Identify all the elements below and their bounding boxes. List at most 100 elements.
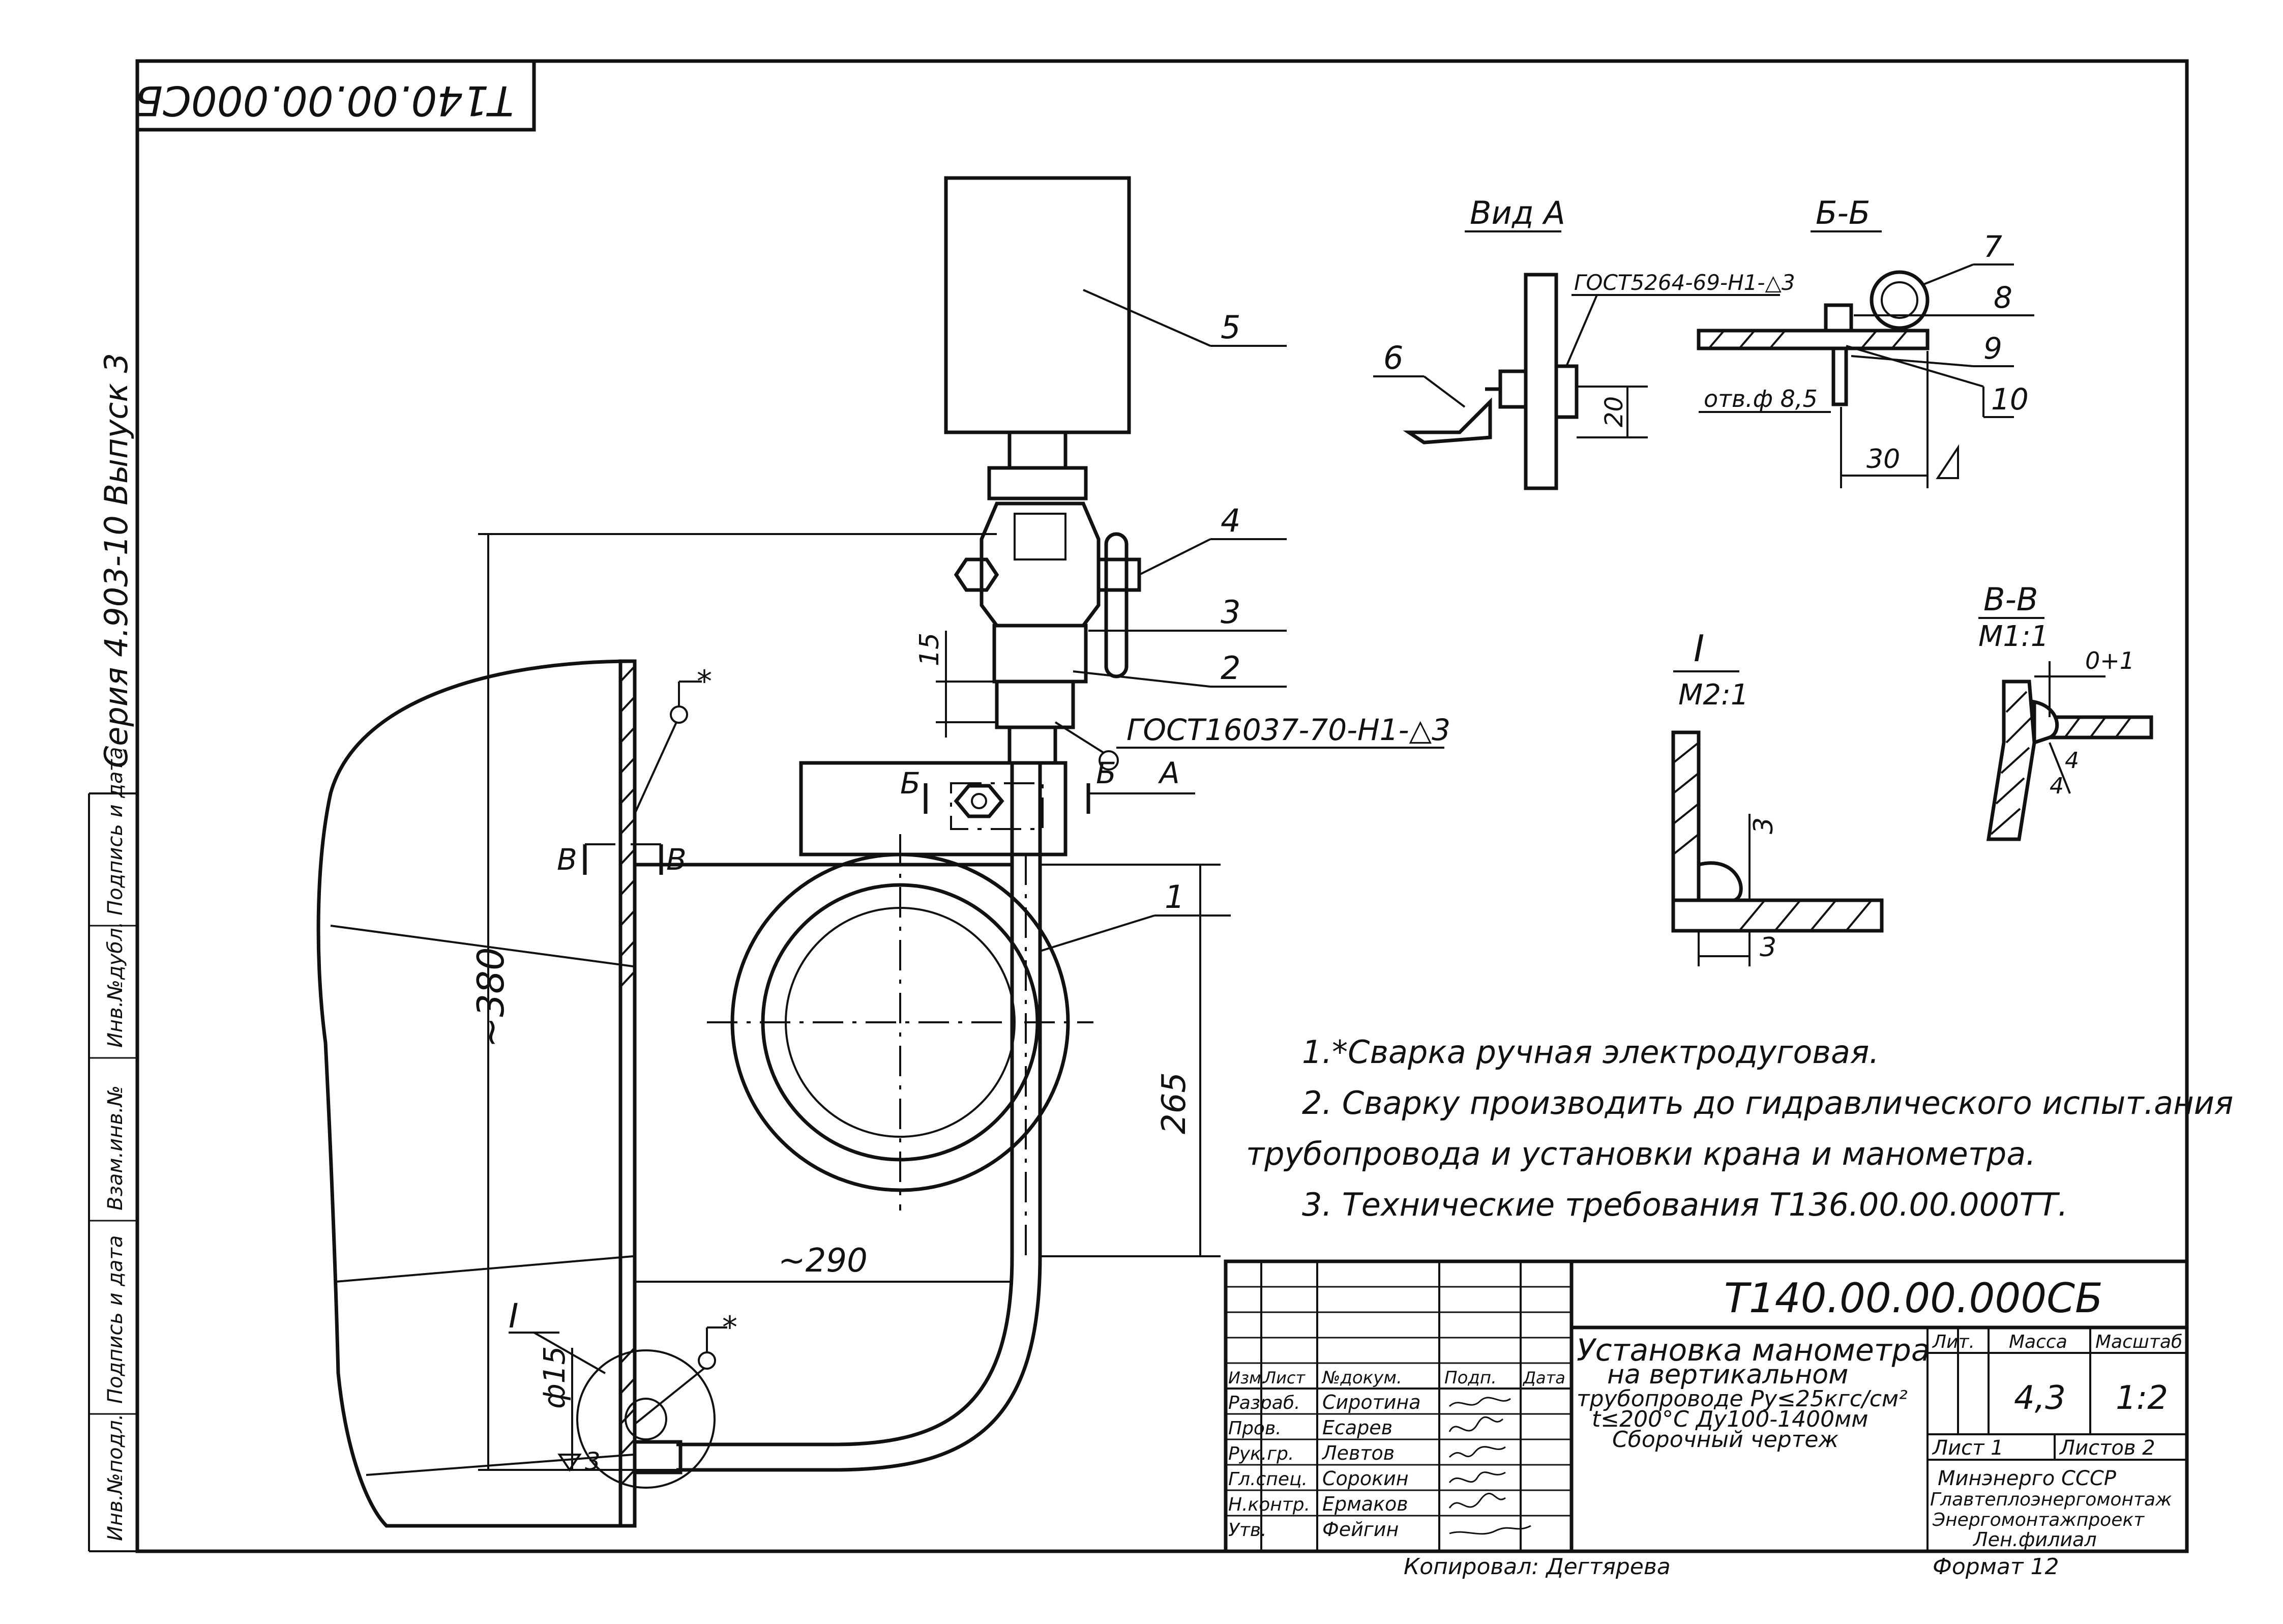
- title-line-1: Установка манометра: [1577, 1333, 1930, 1368]
- tb-name-6: Фейгин: [1322, 1518, 1399, 1541]
- view-a-title: Вид А: [1470, 194, 1565, 231]
- dim-15: [936, 631, 997, 737]
- tb-name-3: Левтов: [1321, 1442, 1395, 1464]
- footer-copied: Копировал: Дегтярева: [1404, 1554, 1671, 1580]
- section-b-marks: [924, 783, 1195, 814]
- tb-scale-value: 1:2: [2116, 1379, 2168, 1417]
- vv-dim4a: 4: [2065, 748, 2079, 774]
- tb-hdr-doc: №докум.: [1321, 1368, 1402, 1388]
- pos-3: 3: [1221, 594, 1240, 631]
- view-a-wall: [1524, 273, 1558, 490]
- pipe-bend: [676, 1256, 1014, 1446]
- section-v-marks: [583, 843, 663, 875]
- note-2: 2. Сварку производить до гидравлического…: [1302, 1084, 2233, 1121]
- dim-380: [478, 533, 997, 1471]
- side-field-3: Взам.инв.№: [104, 1085, 127, 1210]
- bb-plate: [1697, 329, 1930, 350]
- detail-i-mark: I: [509, 1296, 518, 1336]
- bb-pipe-7: [1870, 270, 1930, 330]
- tb-role-3: Рук.гр.: [1228, 1443, 1294, 1464]
- arrow-a-label: А: [1158, 756, 1180, 790]
- tb-mass-value: 4,3: [2014, 1379, 2066, 1417]
- tb-name-5: Ермаков: [1322, 1493, 1408, 1515]
- side-field-4: Подпись и дата: [104, 1235, 127, 1404]
- vv-gap-label: 0+1: [2085, 647, 2134, 674]
- detail-i-title: I: [1694, 627, 1704, 670]
- fitting-2: [995, 680, 1075, 729]
- note-1: 1.*Сварка ручная электродуговая.: [1302, 1034, 1879, 1071]
- vessel-outline: [316, 659, 634, 1528]
- side-field-5: Инв.№подл.: [104, 1413, 127, 1541]
- tb-lit-label: Лит.: [1932, 1332, 1975, 1352]
- pos-1: 1: [1165, 878, 1184, 916]
- section-b-right: Б: [1096, 756, 1116, 790]
- side-field-1: Подпись и дата: [104, 747, 127, 916]
- section-v-right: В: [666, 842, 687, 877]
- tb-hdr-izm: Изм.: [1228, 1368, 1266, 1387]
- side-series-text: Серия 4.903-10 Выпуск 3: [98, 353, 135, 768]
- dim-290-label: ~290: [778, 1242, 868, 1280]
- bracket-dashed-slot: [950, 782, 1044, 830]
- tb-hdr-list: Лист: [1263, 1368, 1306, 1387]
- section-vv-title: В-В: [1983, 581, 2038, 618]
- tb-sheets: Листов 2: [2059, 1436, 2155, 1460]
- outer-frame: [135, 59, 2189, 1553]
- detail-i-weld: [1697, 861, 1743, 902]
- detail-i-scale: М2:1: [1678, 678, 1748, 712]
- tb-org-1: Минэнерго СССР: [1938, 1467, 2117, 1490]
- title-block: [1224, 1259, 2189, 1553]
- bracket-nut: [954, 784, 1004, 818]
- notes-block: 1.*Сварка ручная электродуговая. 2. Свар…: [1246, 1034, 2233, 1223]
- tb-name-2: Есарев: [1322, 1416, 1392, 1439]
- detail-i-dim3a: 3: [1748, 817, 1779, 834]
- pos-4: 4: [1221, 502, 1240, 539]
- nipple: [1007, 430, 1068, 470]
- detail-i-wall: [1671, 730, 1701, 902]
- header-stamp: Т140.00.00.000СБ: [135, 77, 514, 124]
- detail-i-dim3b: 3: [1760, 932, 1776, 963]
- gauge-body-5: [944, 176, 1131, 434]
- vv-dim4b: 4: [2050, 773, 2064, 799]
- section-b-left: Б: [900, 766, 921, 801]
- vv-weld: [2032, 699, 2059, 745]
- tb-org-3: Энергомонтажпроект: [1932, 1510, 2145, 1530]
- dim-265: [1040, 864, 1221, 1257]
- dim-30-label: 30: [1866, 444, 1900, 475]
- pos-7: 7: [1983, 229, 2002, 264]
- valve-side-nut: [954, 557, 999, 592]
- tb-role-1: Разраб.: [1228, 1393, 1300, 1413]
- side-field-2: Инв.№дубл.: [104, 922, 127, 1048]
- detail-i-hatch: [1672, 742, 1873, 932]
- hole-label: отв.ф 8,5: [1704, 385, 1818, 412]
- tb-role-4: Гл.спец.: [1228, 1469, 1308, 1490]
- pos-6: 6: [1383, 339, 1403, 376]
- tb-role-2: Пров.: [1228, 1418, 1282, 1439]
- adapter-3: [992, 624, 1088, 684]
- note-3: трубопровода и установки крана и маномет…: [1246, 1135, 2036, 1172]
- bracket: [799, 761, 1068, 857]
- dim-265-label: 265: [1155, 1072, 1193, 1134]
- wall-fitting: [633, 1440, 683, 1474]
- note-4: 3. Технические требования Т136.00.00.000…: [1302, 1186, 2068, 1223]
- detail-i-plate: [1671, 898, 1884, 933]
- title-line-4: t≤200°С Ду100-1400мм: [1592, 1406, 1868, 1432]
- pos-9: 9: [1983, 331, 2002, 366]
- tb-org-2: Главтеплоэнергомонтаж: [1930, 1489, 2172, 1510]
- weld-3-label: 3: [585, 1448, 601, 1476]
- vv-wall: [1986, 680, 2036, 841]
- dim-15-label: 15: [914, 633, 945, 666]
- tb-role-6: Утв.: [1228, 1520, 1267, 1541]
- weld-mark-bottom: *: [722, 1310, 737, 1345]
- section-vv-scale: М1:1: [1978, 620, 2049, 653]
- valve-body-4: [980, 501, 1101, 628]
- dim-20-label: 20: [1600, 396, 1628, 427]
- dia-15-label: ф15: [537, 1346, 572, 1409]
- weld-mark-top: *: [697, 664, 712, 699]
- vv-plate: [2048, 715, 2153, 740]
- vv-wall-hatch: [1990, 691, 2033, 835]
- title-designation: Т140.00.00.000СБ: [1724, 1275, 2103, 1322]
- tb-hdr-sign: Подп.: [1444, 1368, 1497, 1388]
- dim-380-label: ~380: [469, 947, 512, 1048]
- tb-scale-label: Масштаб: [2095, 1332, 2182, 1352]
